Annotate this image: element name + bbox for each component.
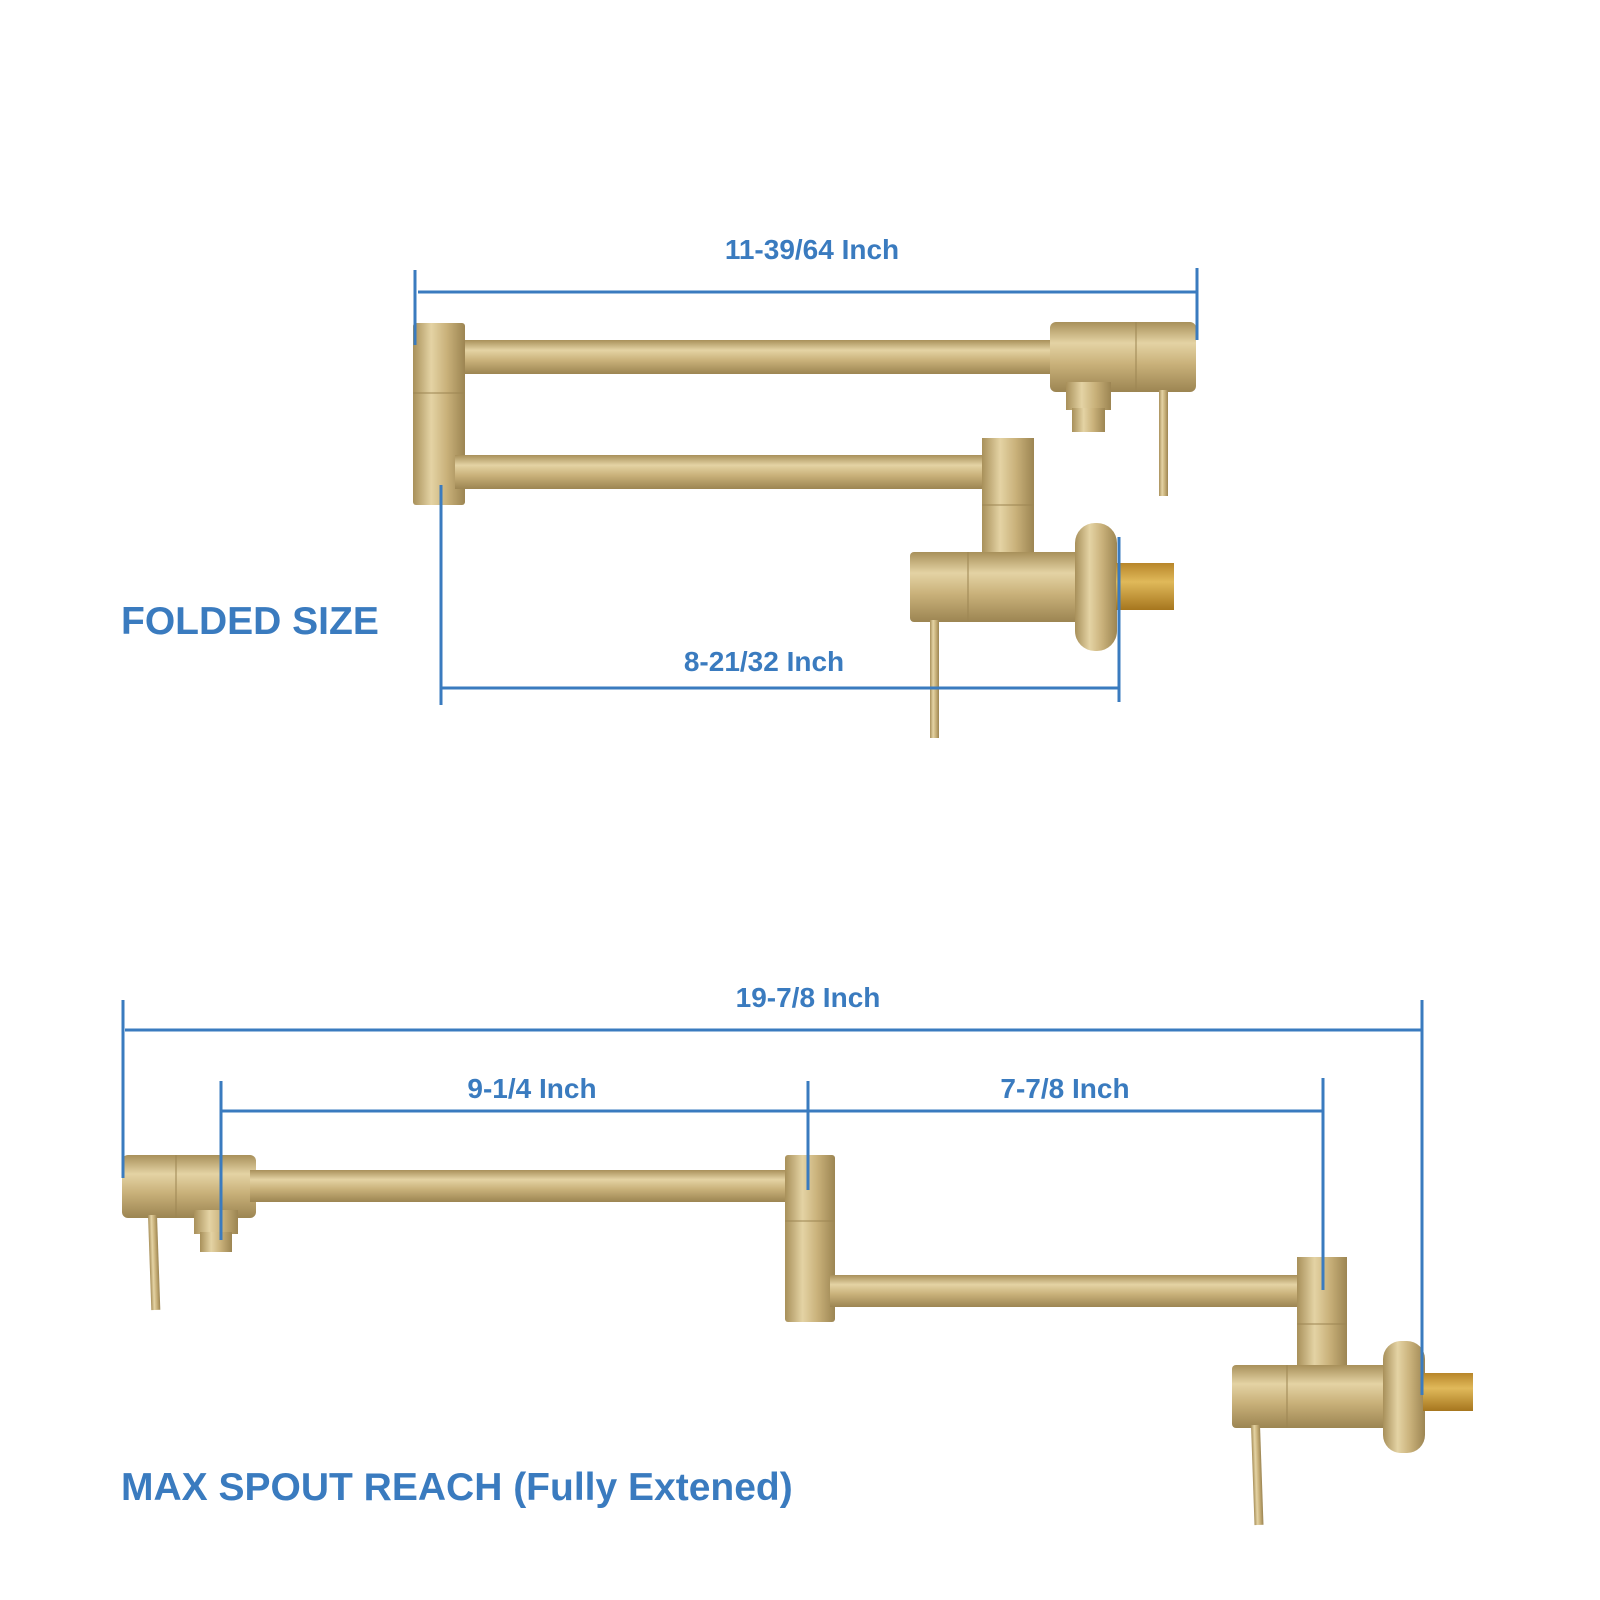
folded-faucet — [413, 322, 1196, 738]
max-spout-reach-heading: MAX SPOUT REACH (Fully Extened) — [121, 1466, 793, 1509]
folded-depth-label: 8-21/32 Inch — [683, 646, 845, 677]
extended-second-arm-label: 7-7/8 Inch — [1000, 1073, 1130, 1104]
extended-faucet — [122, 1155, 1473, 1526]
extended-dimension-lines — [121, 1000, 1424, 1395]
folded-width-label: 11-39/64 Inch — [724, 234, 900, 265]
folded-size-heading: FOLDED SIZE — [121, 600, 379, 643]
extended-first-arm-label: 9-1/4 Inch — [467, 1073, 597, 1104]
extended-total-label: 19-7/8 Inch — [735, 982, 881, 1013]
folded-dimension-lines — [413, 268, 1199, 705]
